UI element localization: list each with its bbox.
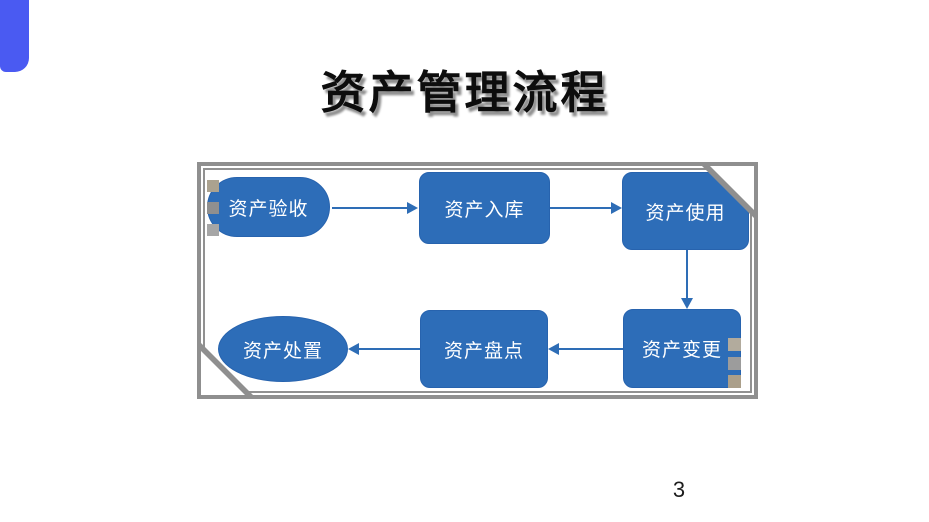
flow-node-asset-usage: 资产使用 (622, 172, 749, 250)
accent-tab (0, 0, 29, 72)
flow-node-asset-disposal: 资产处置 (218, 316, 348, 382)
arrow-head-down-icon (681, 298, 693, 309)
arrow-line (332, 207, 407, 209)
arrow-head-left-icon (548, 343, 559, 355)
arrow-storage-to-usage (550, 202, 622, 214)
flowchart-frame: 资产验收 资产入库 资产使用 资产变更 资产盘点 资产处置 (197, 162, 758, 399)
flow-node-label: 资产处置 (242, 340, 323, 362)
flow-node-asset-storage: 资产入库 (419, 172, 550, 244)
flow-node-label: 资产变更 (641, 340, 722, 361)
flow-node-label: 资产盘点 (443, 340, 524, 362)
arrow-line (550, 207, 611, 209)
arrow-head-right-icon (407, 202, 418, 214)
arrow-line (559, 348, 623, 350)
arrow-inventory-to-disposal (348, 343, 420, 355)
flow-node-asset-inventory: 资产盘点 (420, 310, 548, 388)
page-number: 3 (672, 477, 686, 502)
arrow-line (686, 250, 688, 298)
flow-node-asset-acceptance: 资产验收 (207, 177, 330, 237)
flow-node-label: 资产使用 (645, 202, 726, 224)
arrow-line (359, 348, 420, 350)
arrow-head-left-icon (348, 343, 359, 355)
arrow-acceptance-to-storage (332, 202, 418, 214)
slide-title: 资产管理流程 (320, 68, 609, 118)
flow-node-asset-change: 资产变更 (623, 309, 741, 388)
arrow-change-to-inventory (548, 343, 623, 355)
arrow-usage-to-change (681, 250, 693, 309)
flow-node-label: 资产入库 (444, 199, 525, 221)
flow-node-label: 资产验收 (228, 198, 309, 220)
arrow-head-right-icon (611, 202, 622, 214)
